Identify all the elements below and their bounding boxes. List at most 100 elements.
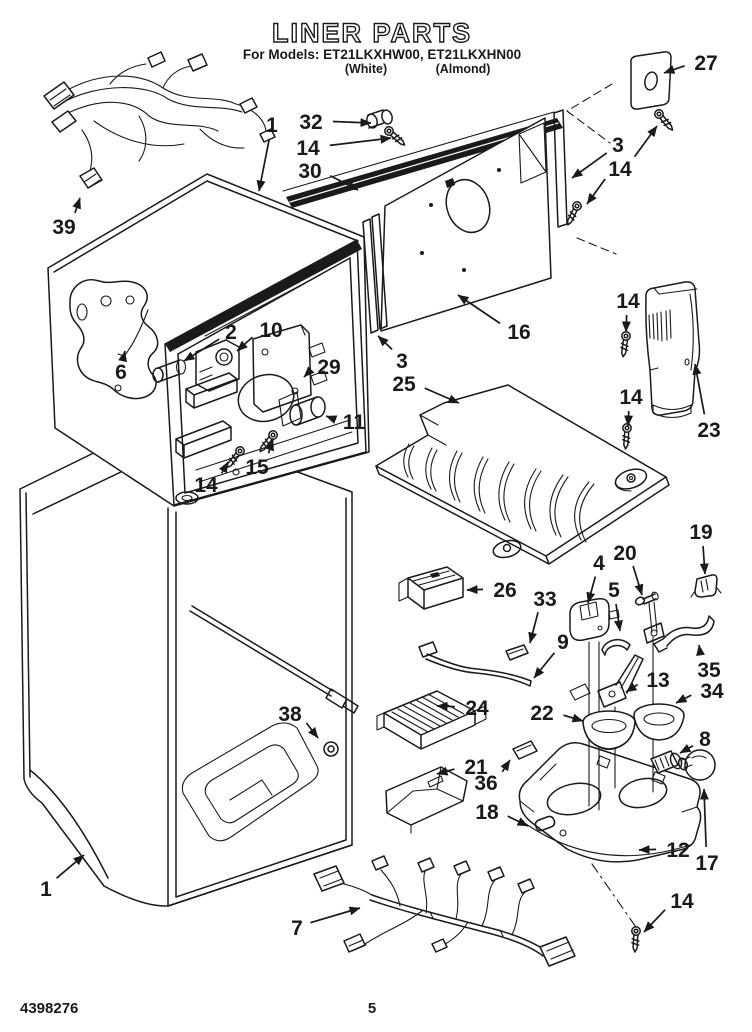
- callout-leader-arrow: [507, 815, 529, 827]
- callout-part-number: 22: [530, 702, 553, 725]
- callout-part-number: 8: [699, 728, 711, 751]
- lower-liner-box-art: [19, 420, 359, 907]
- document-number: 4398276: [20, 1000, 78, 1017]
- callout-leader-arrow: [377, 335, 393, 351]
- callout-part-number: 9: [557, 631, 569, 654]
- wire-harness-bottom-art: [313, 855, 576, 967]
- diagram-line-art: [19, 51, 722, 967]
- callout-leader-arrow: [528, 612, 539, 644]
- callout-part-number: 13: [646, 669, 669, 692]
- callout-part-number: 29: [317, 356, 340, 379]
- callout-part-number: 30: [298, 160, 321, 183]
- page-number: 5: [368, 1000, 376, 1017]
- callout-leader-arrow: [56, 854, 85, 879]
- callout-part-number: 34: [700, 680, 724, 703]
- callout-leader-arrow: [305, 722, 319, 739]
- finish-white-label: (White): [345, 62, 387, 76]
- callout-part-number: 14: [616, 290, 640, 313]
- callout-leader-arrow: [692, 363, 706, 415]
- wire-harness-top-art: [43, 51, 276, 189]
- callout-part-number: 17: [695, 852, 718, 875]
- callout-part-number: 2: [225, 321, 237, 344]
- callout-leader-arrow: [303, 366, 315, 378]
- callout-leader-arrow: [466, 585, 484, 595]
- callout-leader-arrow: [586, 178, 606, 205]
- callout-leader-arrow: [436, 701, 456, 711]
- callout-leader-arrow: [218, 461, 229, 474]
- callout-leader-arrow: [329, 134, 392, 147]
- callout-leader-arrow: [256, 138, 271, 192]
- callout-leader-arrow: [679, 743, 694, 754]
- callout-leader-arrow: [614, 603, 623, 632]
- callout-part-number: 1: [40, 878, 52, 901]
- callout-leader-arrow: [663, 64, 685, 74]
- callout-part-number: 14: [194, 474, 218, 497]
- callout-part-number: 20: [613, 542, 636, 565]
- callout-leader-arrow: [625, 682, 639, 693]
- callout-leader-arrow: [571, 152, 608, 179]
- callout-part-number: 15: [245, 456, 269, 479]
- callout-part-number: 10: [259, 319, 282, 342]
- callout-part-number: 3: [612, 134, 624, 157]
- callout-leader-arrow: [633, 125, 658, 158]
- callout-part-number: 24: [465, 697, 489, 720]
- callout-part-number: 14: [608, 158, 632, 181]
- air-duct-art: [645, 281, 701, 419]
- page-title: LINER PARTS: [272, 18, 472, 48]
- callout-leader-arrow: [533, 652, 556, 679]
- callout-part-number: 38: [278, 703, 302, 726]
- callout-leader-arrow: [424, 387, 460, 404]
- models-line: For Models: ET21LKXHW00, ET21LKXHN00: [243, 47, 521, 62]
- callout-part-number: 6: [115, 361, 127, 384]
- callout-part-number: 5: [608, 579, 620, 602]
- callout-leader-arrow: [563, 713, 584, 723]
- callout-part-number: 4: [593, 552, 605, 575]
- vented-shelf-art: [375, 384, 670, 565]
- callout-leader-arrow: [624, 410, 634, 427]
- callout-part-number: 25: [392, 373, 416, 396]
- callout-leader-arrow: [699, 788, 709, 848]
- callout-part-number: 26: [493, 579, 516, 602]
- callout-leader-arrow: [118, 350, 127, 363]
- callout-part-number: 39: [52, 216, 75, 239]
- callout-part-number: 33: [533, 588, 556, 611]
- callout-leader-arrow: [310, 906, 361, 924]
- callout-leader-arrow: [183, 338, 220, 362]
- callout-part-number: 12: [666, 839, 689, 862]
- callout-leader-arrow: [457, 294, 501, 325]
- small-parts-art: [376, 566, 722, 931]
- callout-leader-arrow: [332, 118, 372, 128]
- callout-leader-arrow: [236, 336, 254, 352]
- callout-leader-arrow: [675, 694, 692, 704]
- callout-part-number: 27: [694, 52, 717, 75]
- callout-leader-arrow: [696, 644, 706, 657]
- callout-leader-arrow: [500, 759, 511, 773]
- callout-leader-arrow: [699, 545, 709, 575]
- callout-leader-arrow: [72, 197, 81, 214]
- callout-part-number: 35: [697, 659, 721, 682]
- callout-leader-arrow: [436, 766, 455, 776]
- callout-leader-arrow: [643, 909, 666, 933]
- callout-part-number: 14: [670, 890, 694, 913]
- callout-part-number: 23: [697, 419, 720, 442]
- finish-almond-label: (Almond): [436, 62, 491, 76]
- callout-part-number: 14: [296, 137, 320, 160]
- callout-part-number: 3: [396, 350, 408, 373]
- callout-leader-arrow: [325, 415, 338, 424]
- callout-part-number: 7: [291, 917, 303, 940]
- callout-part-number: 18: [475, 801, 499, 824]
- callout-leader-arrow: [329, 175, 359, 191]
- callout-part-number: 1: [266, 114, 278, 137]
- callout-part-number: 36: [474, 772, 497, 795]
- callout-leader-arrow: [586, 576, 597, 604]
- callout-leader-arrow: [265, 439, 274, 454]
- callout-part-number: 19: [689, 521, 712, 544]
- callout-part-number: 11: [343, 411, 366, 434]
- callout-leader-arrow: [638, 845, 657, 855]
- callout-part-number: 21: [464, 756, 488, 779]
- upper-liner-box-art: [47, 173, 370, 507]
- callout-part-number: 16: [507, 321, 530, 344]
- callout-part-number: 14: [619, 386, 643, 409]
